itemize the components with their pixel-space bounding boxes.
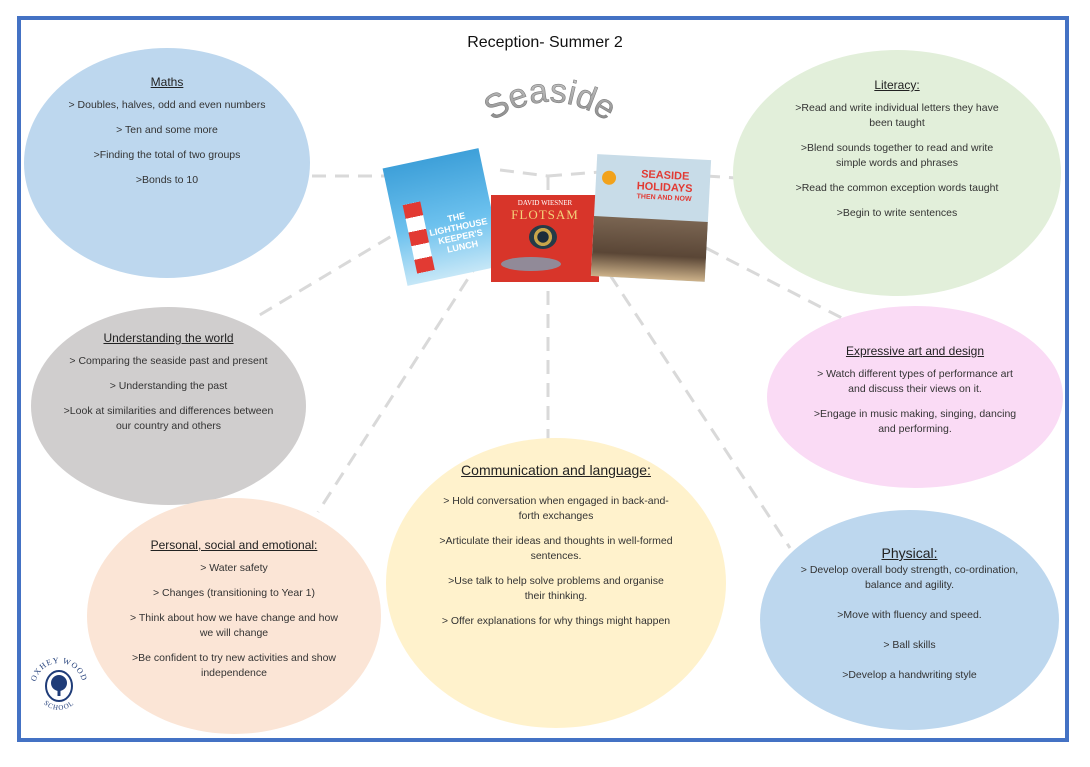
eye-image [529,225,557,249]
personal-item: > Changes (transitioning to Year 1) [153,587,315,599]
lighthouse-book-title: THE LIGHTHOUSE KEEPER'S LUNCH [428,210,489,255]
svg-text:Seaside: Seaside [478,72,623,128]
maths-heading: Maths [150,75,184,89]
personal-item: > Water safety [200,562,268,574]
personal-item: >Be confident to try new activities and … [132,652,336,679]
expressive-art-bubble: Expressive art and design > Watch differ… [767,306,1063,488]
literacy-item: >Read and write individual letters they … [795,102,999,129]
world-item: >Look at similarities and differences be… [63,405,274,432]
svg-text:SCHOOL: SCHOOL [42,699,75,712]
physical-item: >Develop a handwriting style [842,669,977,681]
flotsam-author: DAVID WIESNER [517,199,573,207]
connector-physical [608,274,792,549]
art-item: > Watch different types of performance a… [817,368,1013,395]
personal-heading: Personal, social and emotional: [150,538,318,552]
art-heading: Expressive art and design [845,344,985,358]
page-border [17,16,1069,742]
personal-item: > Think about how we have change and how… [130,612,338,639]
understanding-world-bubble: Understanding the world > Comparing the … [31,307,306,505]
fish-image [501,257,561,271]
physical-bubble: Physical: > Develop overall body strengt… [760,510,1059,730]
maths-item: > Ten and some more [116,124,218,136]
book-flotsam: DAVID WIESNER FLOTSAM [491,195,599,282]
physical-item: > Develop overall body strength, co-ordi… [800,564,1019,591]
seaside-text: Seaside [477,72,623,128]
book-seaside-holidays: SEASIDE HOLIDAYS THEN AND NOW [590,154,712,282]
connector-personal [316,259,482,513]
communication-bubble: Communication and language: > Hold conve… [386,438,726,728]
communication-item: > Offer explanations for why things migh… [441,615,671,627]
maths-bubble: Maths > Doubles, halves, odd and even nu… [24,48,310,278]
communication-item: >Articulate their ideas and thoughts in … [439,535,673,562]
physical-item: >Move with fluency and speed. [837,609,982,621]
communication-item: >Use talk to help solve problems and org… [448,575,664,602]
donkeys-image [590,216,708,282]
connector-top-right [547,170,601,178]
world-item: > Comparing the seaside past and present [69,355,268,367]
maths-item: >Bonds to 10 [135,174,199,186]
art-item: >Engage in music making, singing, dancin… [813,408,1017,435]
personal-social-bubble: Personal, social and emotional: > Water … [87,498,381,734]
page-title: Reception- Summer 2 [467,34,623,51]
connector-literacy [705,174,737,180]
literacy-item: >Read the common exception words taught [795,182,999,194]
connector-world [257,223,411,318]
world-item: > Understanding the past [109,380,228,392]
communication-heading: Communication and language: [461,462,651,478]
physical-item: > Ball skills [883,639,936,651]
world-heading: Understanding the world [103,331,234,345]
literacy-heading: Literacy: [874,78,920,92]
flotsam-title: FLOTSAM [511,207,579,222]
communication-item: > Hold conversation when engaged in back… [443,495,669,522]
connector-art [705,246,843,320]
maths-item: >Finding the total of two groups [93,149,241,161]
seaside-arched-title: Seaside [477,72,623,128]
maths-item: > Doubles, halves, odd and even numbers [68,99,266,111]
holidays-book-title: SEASIDE HOLIDAYS THEN AND NOW [621,167,709,204]
physical-heading: Physical: [881,545,938,561]
literacy-bubble: Literacy: >Read and write individual let… [733,50,1061,296]
literacy-item: >Blend sounds together to read and write… [800,142,994,169]
connector-top [499,168,549,178]
literacy-item: >Begin to write sentences [836,207,958,219]
school-logo: OXHEY WOOD SCHOOL [29,656,88,712]
badge-icon [601,170,617,186]
